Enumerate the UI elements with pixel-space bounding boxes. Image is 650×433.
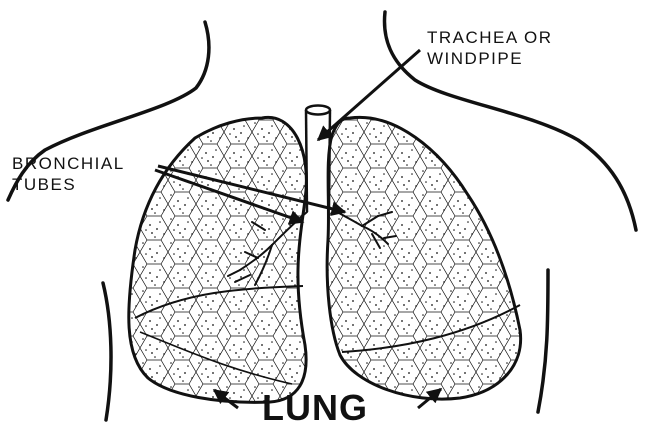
bronchial-label-line2: TUBES bbox=[12, 175, 77, 194]
bronchial-arrow-lower bbox=[154, 168, 305, 225]
left-lung-fissure bbox=[134, 285, 304, 319]
trachea-label: TRACHEA OR WINDPIPE bbox=[427, 27, 553, 69]
neck-right-line bbox=[382, 10, 638, 232]
trachea-arrow bbox=[316, 48, 421, 142]
left-lung bbox=[127, 115, 308, 404]
bronchial-tubes-label: BRONCHIAL TUBES bbox=[12, 153, 125, 195]
lung-label: LUNG bbox=[262, 387, 368, 428]
bronchial-arrow-upper bbox=[157, 164, 347, 217]
pointer-arrows bbox=[154, 48, 443, 410]
neck-left-line bbox=[6, 20, 211, 202]
torso-left-edge bbox=[101, 281, 113, 422]
torso-right-edge bbox=[536, 268, 550, 414]
body-outline bbox=[6, 10, 638, 422]
right-lung-outline bbox=[325, 115, 523, 401]
lung-arrow-right bbox=[417, 387, 443, 410]
trachea-label-line2: WINDPIPE bbox=[427, 49, 524, 68]
trachea bbox=[304, 104, 332, 213]
bronchial-label-line1: BRONCHIAL bbox=[12, 154, 125, 173]
lung-arrow-left bbox=[212, 388, 239, 410]
right-lung bbox=[325, 115, 523, 401]
right-lung-fissure bbox=[341, 304, 521, 353]
trachea-label-line1: TRACHEA OR bbox=[427, 28, 553, 47]
left-lung-outline bbox=[127, 115, 308, 404]
left-lung-fissure-lower bbox=[139, 331, 293, 385]
